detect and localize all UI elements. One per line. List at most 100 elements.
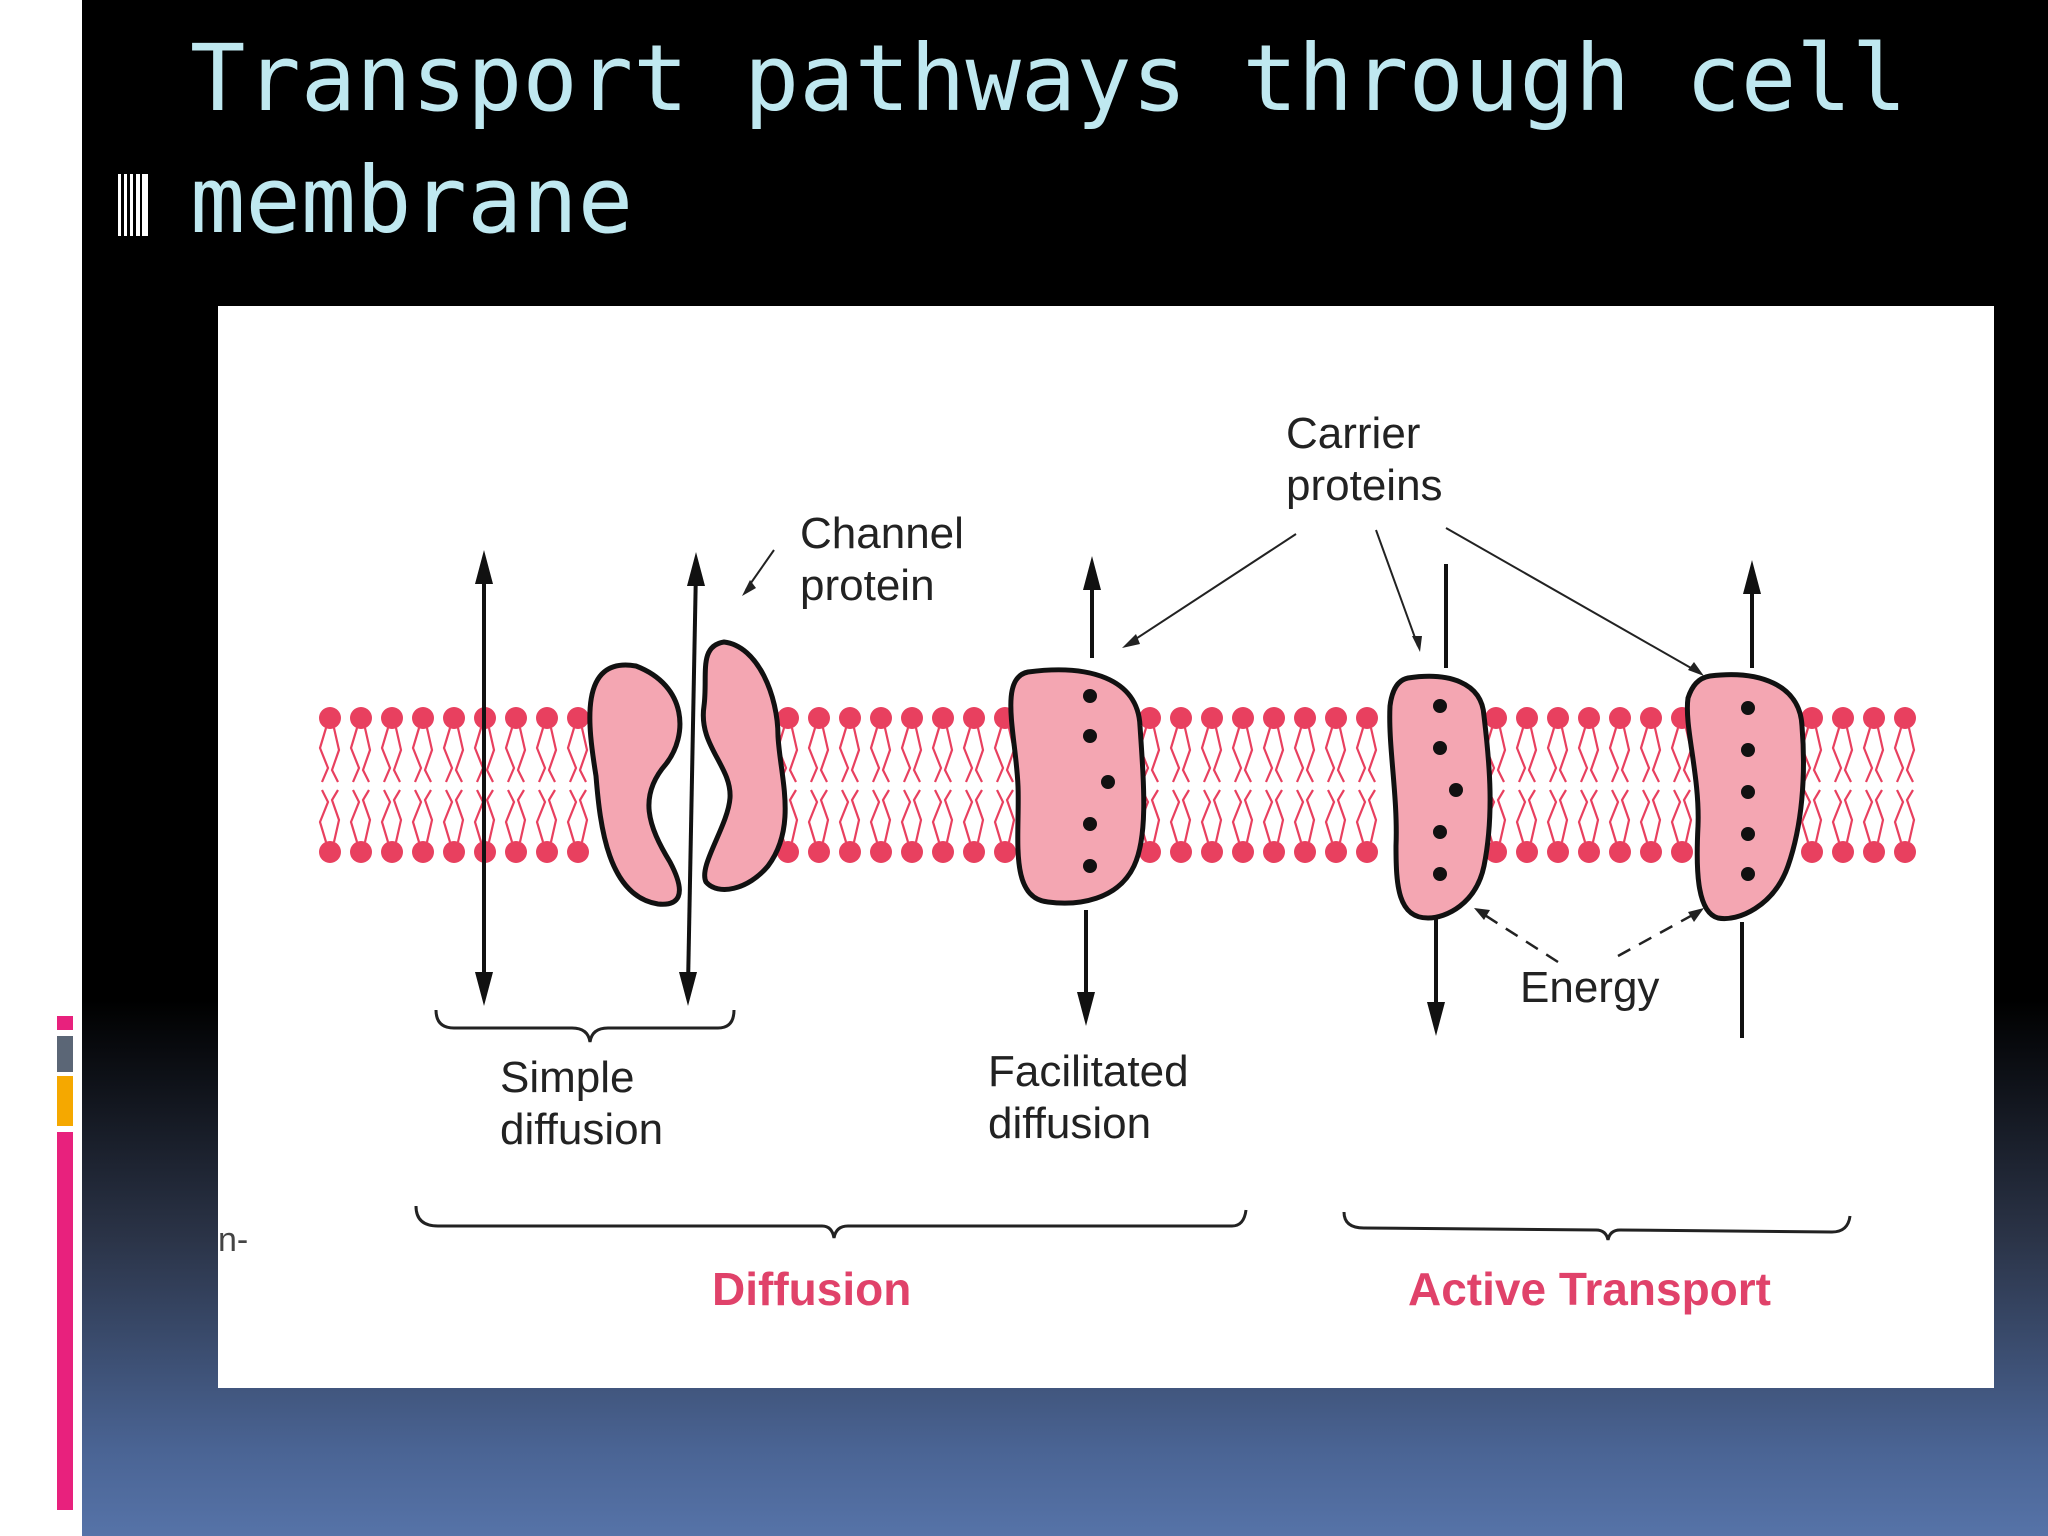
lipid-head (1485, 707, 1507, 729)
diffusion-group-label: Diffusion (712, 1263, 912, 1315)
lipid-head (1863, 841, 1885, 863)
lipid-head (1139, 707, 1161, 729)
lipid-head (963, 707, 985, 729)
lipid-head (350, 841, 372, 863)
lipid-bilayer (318, 707, 1916, 863)
lipid-head (1640, 841, 1662, 863)
energy-label: Energy (1520, 963, 1660, 1012)
lipid-head (412, 841, 434, 863)
lipid-tail (1608, 727, 1631, 843)
facilitated-diffusion-arrows (1077, 556, 1101, 1026)
lipid-tail (566, 727, 589, 843)
lipid-tail (473, 727, 496, 843)
lipid-head (567, 841, 589, 863)
active-transport-group-label: Active Transport (1408, 1263, 1771, 1315)
lipid-head (777, 841, 799, 863)
lipid-head (443, 841, 465, 863)
braces (414, 1009, 1852, 1241)
lipid-tail (1893, 727, 1916, 843)
lipid-head (412, 707, 434, 729)
slide: Transport pathways through cell membrane (82, 0, 2048, 1536)
lipid-head (1325, 841, 1347, 863)
lipid-head (505, 707, 527, 729)
lipid-tail (1293, 727, 1316, 843)
lipid-head (1516, 707, 1538, 729)
lipid-head (1485, 841, 1507, 863)
lipid-tail (411, 727, 434, 843)
energy-arrowhead-left (1474, 908, 1490, 920)
carrier-protein-active-1 (1387, 673, 1493, 921)
lipid-head (1294, 707, 1316, 729)
lipid-head (1294, 841, 1316, 863)
simple-diffusion-label: Simple diffusion (500, 1053, 664, 1154)
lipid-tail (318, 727, 341, 843)
facilitated-diffusion-label: Facilitated diffusion (988, 1047, 1189, 1148)
lipid-head (963, 841, 985, 863)
carrier-protein-facilitated (1008, 667, 1147, 906)
lipid-head (1801, 707, 1823, 729)
lipid-head (1547, 707, 1569, 729)
active-transport-arrow-1 (1427, 564, 1448, 1036)
lipid-tail (962, 727, 985, 843)
label-pointer-lines (742, 527, 1704, 676)
lipid-head (1325, 707, 1347, 729)
lipid-head (1547, 841, 1569, 863)
lipid-tail (1200, 727, 1223, 843)
lipid-head (1671, 841, 1693, 863)
lipid-head (1170, 707, 1192, 729)
energy-pointers (1479, 910, 1699, 964)
lipid-head (1263, 707, 1285, 729)
lipid-head (901, 841, 923, 863)
lipid-head (808, 707, 830, 729)
lipid-head (381, 707, 403, 729)
carrier-protein-active-2 (1684, 672, 1806, 922)
lipid-head (1201, 707, 1223, 729)
lipid-head (536, 841, 558, 863)
lipid-head (1356, 841, 1378, 863)
lipid-tail (1831, 727, 1854, 843)
lipid-tail (1262, 727, 1285, 843)
lipid-head (994, 841, 1016, 863)
lipid-tail (993, 727, 1016, 843)
lipid-head (505, 841, 527, 863)
channel-protein (587, 639, 788, 907)
lipid-tail (349, 727, 372, 843)
sidebar-accent-pink-bar (57, 1132, 73, 1510)
lipid-tail (807, 727, 830, 843)
lipid-head (1356, 707, 1378, 729)
lipid-tail (1324, 727, 1347, 843)
lipid-head (1640, 707, 1662, 729)
lipid-tail (838, 727, 861, 843)
membrane-transport-figure: Channel protein Carrier proteins Simple … (218, 306, 1994, 1388)
lipid-head (1832, 707, 1854, 729)
lipid-head (1578, 841, 1600, 863)
lipid-head (1609, 707, 1631, 729)
lipid-head (443, 707, 465, 729)
lipid-head (1232, 707, 1254, 729)
lipid-tail (535, 727, 558, 843)
lipid-head (567, 707, 589, 729)
lipid-head (777, 707, 799, 729)
lipid-head (1201, 841, 1223, 863)
lipid-tail (1231, 727, 1254, 843)
active-transport-arrow-2 (1740, 560, 1761, 1038)
lipid-head (1609, 841, 1631, 863)
lipid-tail (869, 727, 892, 843)
cropped-left-text: n- (218, 1221, 249, 1259)
lipid-head (870, 707, 892, 729)
lipid-head (381, 841, 403, 863)
sidebar-accent-gray (57, 1036, 73, 1072)
simple-diffusion-arrow-1 (475, 550, 493, 1006)
lipid-head (1263, 841, 1285, 863)
lipid-head (350, 707, 372, 729)
lipid-tail (1670, 727, 1693, 843)
lipid-head (808, 841, 830, 863)
title-decoration-marks (118, 174, 148, 236)
lipid-head (1516, 841, 1538, 863)
sidebar-accent-pink-top (57, 1016, 73, 1030)
lipid-head (319, 707, 341, 729)
lipid-tail (1862, 727, 1885, 843)
lipid-head (839, 841, 861, 863)
carrier-proteins-label: Carrier proteins (1286, 409, 1443, 510)
lipid-head (1232, 841, 1254, 863)
